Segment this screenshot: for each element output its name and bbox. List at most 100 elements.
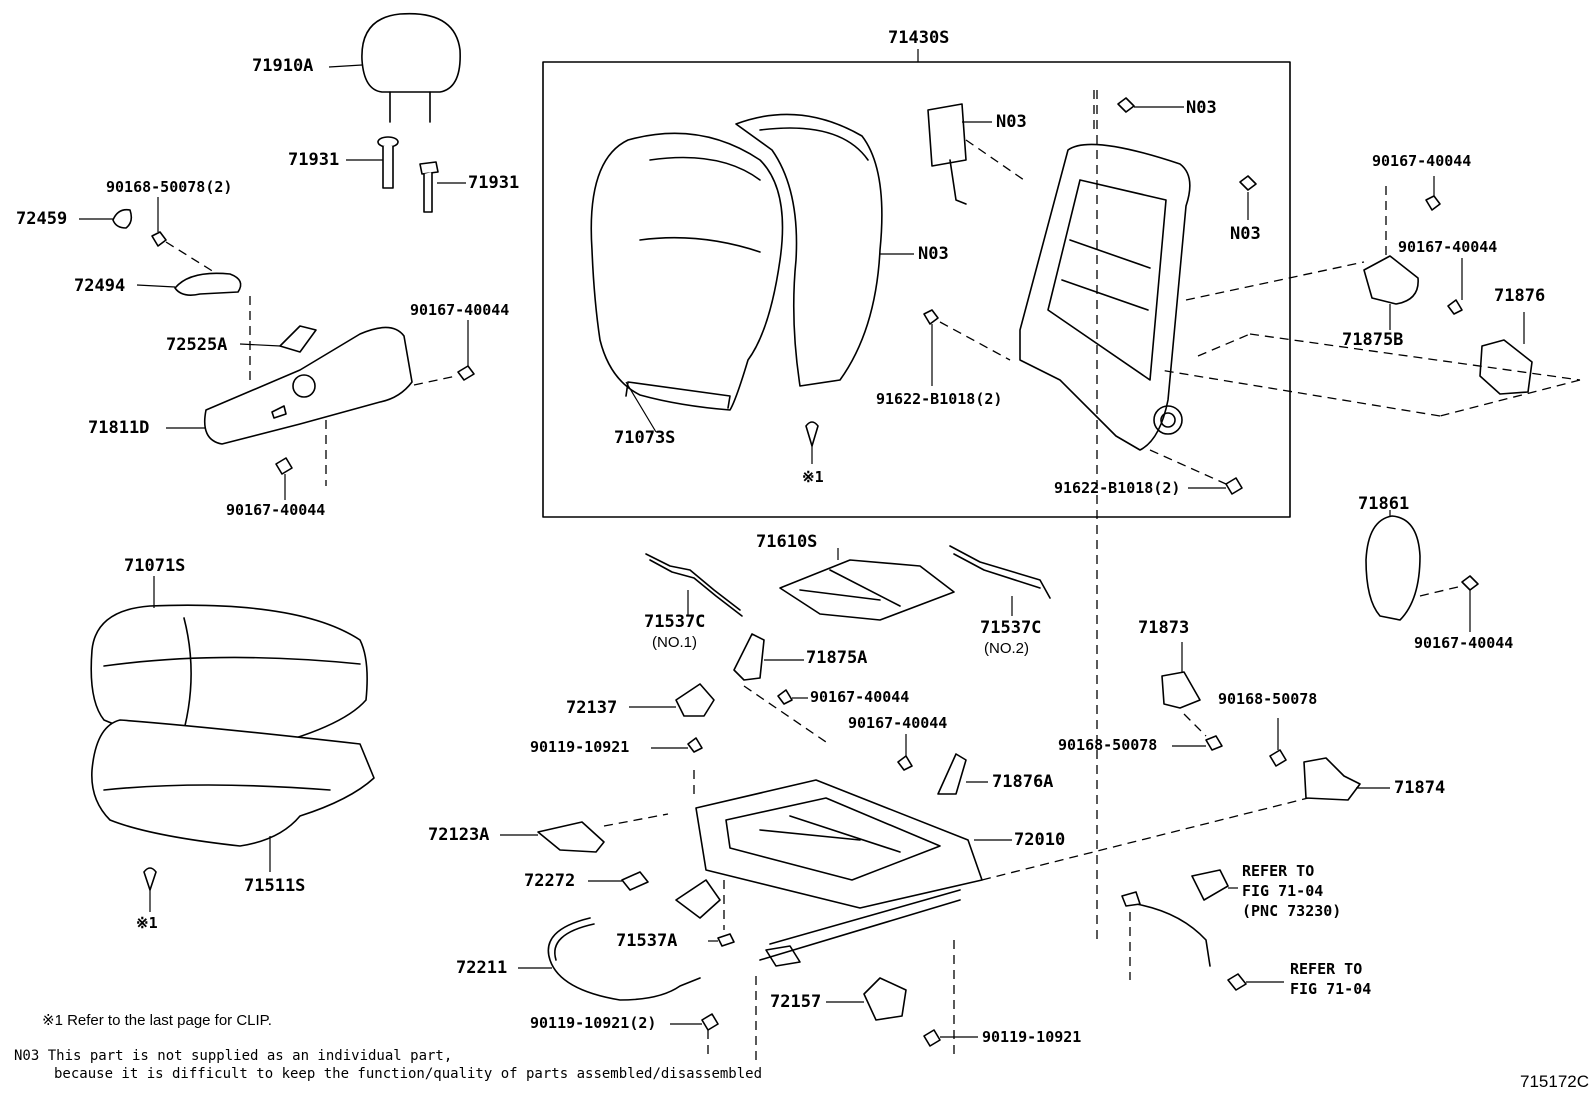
seat-back-cover bbox=[590, 132, 784, 433]
label-N03-nut: N03 bbox=[1186, 98, 1217, 118]
label-90119-10921-a: 90119-10921 bbox=[530, 738, 630, 756]
seat-back-pad bbox=[735, 113, 914, 387]
part-72157 bbox=[826, 977, 907, 1021]
clip-in-frame bbox=[805, 421, 819, 447]
label-90167-40044-d: 90167-40044 bbox=[1398, 238, 1498, 256]
label-71874: 71874 bbox=[1394, 778, 1446, 798]
headrest-guide-left bbox=[346, 136, 399, 189]
screw-90167-c bbox=[1385, 176, 1441, 274]
spring-71537C-no1 bbox=[645, 553, 743, 617]
bolt-91622-b bbox=[1149, 449, 1243, 495]
label-90168-50078-c: 90168-50078 bbox=[1058, 736, 1158, 754]
spring-71537C-no2 bbox=[949, 545, 1051, 616]
bracket-71874 bbox=[1303, 757, 1390, 801]
label-90167-40044-b: 90167-40044 bbox=[226, 501, 326, 519]
seat-back-frame bbox=[1019, 143, 1191, 451]
label-71811D: 71811D bbox=[88, 418, 150, 438]
label-72494: 72494 bbox=[74, 276, 126, 296]
label-71931-left: 71931 bbox=[288, 150, 340, 170]
label-72123A: 72123A bbox=[428, 825, 490, 845]
label-71537A: 71537A bbox=[616, 931, 678, 951]
label-90167-40044-e: 90167-40044 bbox=[1414, 634, 1514, 652]
cover-71861 bbox=[1365, 510, 1463, 621]
label-fig-71-04-1: FIG 71-04 bbox=[1242, 882, 1324, 900]
screw-90167-g bbox=[897, 734, 913, 771]
bolt-90119-a bbox=[651, 737, 703, 800]
shield-71811D bbox=[166, 326, 413, 486]
label-71430S: 71430S bbox=[888, 28, 950, 48]
bolt-90168-b bbox=[1172, 713, 1223, 751]
label-90167-40044-f: 90167-40044 bbox=[810, 688, 910, 706]
label-72010: 72010 bbox=[1014, 830, 1066, 850]
label-90168-50078-2: 90168-50078(2) bbox=[106, 178, 233, 196]
note-clip: ※1 Refer to the last page for CLIP. bbox=[42, 1012, 272, 1029]
label-72459: 72459 bbox=[16, 209, 68, 229]
note-n03-line2: because it is difficult to keep the func… bbox=[54, 1066, 763, 1082]
seat-track-72010 bbox=[675, 779, 1341, 967]
screw-90168 bbox=[151, 197, 231, 283]
bracket-71876 bbox=[1159, 312, 1581, 417]
bolt-90168-c bbox=[1269, 718, 1287, 767]
bracket-71875B bbox=[1185, 255, 1419, 330]
knob-72459 bbox=[79, 208, 133, 229]
label-72137: 72137 bbox=[566, 698, 618, 718]
screw-90167-bottom bbox=[275, 457, 293, 500]
figure-number: 715172C bbox=[1520, 1072, 1590, 1091]
bracket-71876A bbox=[937, 753, 988, 795]
label-90119-10921-2: 90119-10921(2) bbox=[530, 1014, 657, 1032]
label-72211: 72211 bbox=[456, 958, 508, 978]
part-72123A bbox=[500, 813, 669, 853]
bolt-90119-c bbox=[923, 940, 978, 1060]
label-71876: 71876 bbox=[1494, 286, 1546, 306]
nut-N03-top bbox=[1093, 90, 1184, 130]
label-71875A: 71875A bbox=[806, 648, 868, 668]
seatbelt-buckle bbox=[1121, 869, 1238, 980]
clip-cushion bbox=[143, 867, 157, 891]
label-90167-40044-g: 90167-40044 bbox=[848, 714, 948, 732]
label-91622-B1018-a: 91622-B1018(2) bbox=[876, 390, 1003, 408]
clip-72525A bbox=[239, 325, 317, 353]
label-71931-right: 71931 bbox=[468, 173, 520, 193]
label-91622-B1018-b: 91622-B1018(2) bbox=[1054, 479, 1181, 497]
label-clip-frame: ※1 bbox=[802, 468, 824, 486]
nut-refer bbox=[1227, 973, 1284, 991]
label-90119-10921-c: 90119-10921 bbox=[982, 1028, 1082, 1046]
headrest-part bbox=[328, 12, 461, 123]
label-refer-to-2: REFER TO bbox=[1290, 960, 1363, 978]
label-71875B: 71875B bbox=[1342, 330, 1404, 350]
headrest-guide-right bbox=[419, 161, 466, 213]
bracket-71873 bbox=[1161, 642, 1201, 709]
screw-90167-f bbox=[777, 689, 808, 705]
label-71537C-no1: 71537C bbox=[644, 612, 706, 632]
nut-N03-right bbox=[1239, 175, 1257, 220]
screw-90167-right bbox=[413, 320, 475, 386]
bolt-91622-a bbox=[923, 309, 1011, 386]
label-N03-right: N03 bbox=[1230, 224, 1261, 244]
assembly-frame-71430S bbox=[542, 61, 1291, 518]
label-90168-50078-b: 90168-50078 bbox=[1218, 690, 1318, 708]
screw-90167-d bbox=[1447, 258, 1463, 315]
label-71876A: 71876A bbox=[992, 772, 1054, 792]
bracket-71875A bbox=[733, 633, 827, 743]
label-refer-to-1: REFER TO bbox=[1242, 862, 1315, 880]
label-71537C-no2: 71537C bbox=[980, 618, 1042, 638]
screw-90167-e bbox=[1461, 575, 1479, 632]
label-N03-pad: N03 bbox=[918, 244, 949, 264]
label-71861: 71861 bbox=[1358, 494, 1410, 514]
label-fig-71-04-2: FIG 71-04 bbox=[1290, 980, 1372, 998]
label-71073S: 71073S bbox=[614, 428, 676, 448]
label-71873: 71873 bbox=[1138, 618, 1190, 638]
label-72157: 72157 bbox=[770, 992, 822, 1012]
label-72525A: 72525A bbox=[166, 335, 228, 355]
note-n03-line1: N03 This part is not supplied as an indi… bbox=[14, 1048, 453, 1064]
cap-71537A bbox=[708, 880, 735, 947]
part-72272 bbox=[588, 871, 649, 891]
bolt-90119-b bbox=[670, 976, 757, 1060]
label-71511S: 71511S bbox=[244, 876, 306, 896]
label-no1: (NO.1) bbox=[652, 634, 697, 651]
part-72137 bbox=[629, 683, 715, 717]
label-pnc-73230: (PNC 73230) bbox=[1242, 902, 1342, 920]
label-71071S: 71071S bbox=[124, 556, 186, 576]
